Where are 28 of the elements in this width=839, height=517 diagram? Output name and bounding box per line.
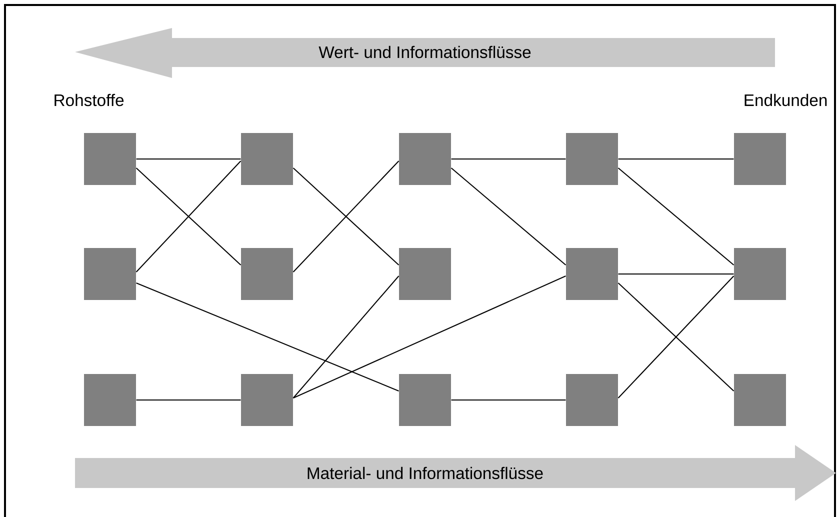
end-label: Rohstoffe	[54, 94, 124, 106]
square	[241, 133, 293, 185]
square	[84, 374, 136, 426]
square	[566, 133, 618, 185]
square	[84, 133, 136, 185]
connector-line	[618, 273, 734, 275]
connector-line	[451, 399, 566, 401]
connector-line	[136, 282, 399, 392]
square	[84, 248, 136, 300]
square	[734, 248, 786, 300]
square	[734, 133, 786, 185]
connector-line	[618, 168, 734, 266]
square	[399, 374, 451, 426]
connector-line	[292, 276, 400, 398]
square	[241, 374, 293, 426]
square	[734, 374, 786, 426]
square	[399, 133, 451, 185]
end-label: Endkunden	[744, 94, 827, 106]
connector-line	[293, 276, 566, 398]
square	[566, 374, 618, 426]
square	[399, 248, 451, 300]
connector-line	[136, 158, 241, 160]
connector-line	[450, 168, 566, 266]
square	[241, 248, 293, 300]
connector-line	[136, 399, 241, 401]
connector-line	[451, 158, 566, 160]
square	[566, 248, 618, 300]
connector-line	[618, 158, 734, 160]
